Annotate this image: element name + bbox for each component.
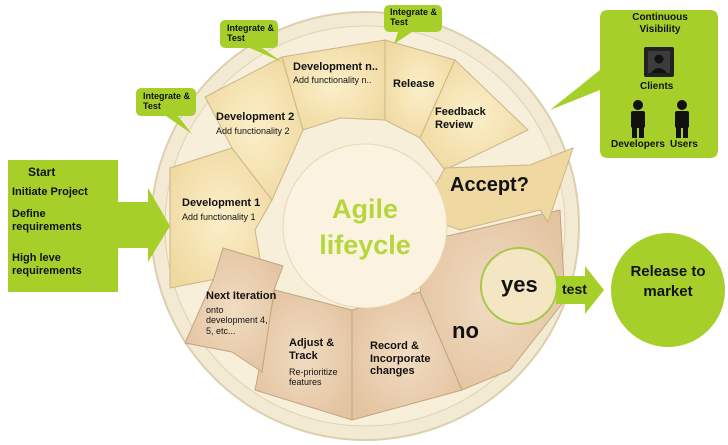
- users-label: Users: [670, 139, 698, 150]
- start-title: Start: [28, 165, 56, 179]
- bubble-shape-1: [136, 88, 196, 134]
- bubble-shape-2: [220, 20, 282, 62]
- record-title: Record & Incorporate changes: [370, 340, 431, 378]
- release-market-label: Release to market: [630, 263, 706, 300]
- dev2-sub: Add functionality 2: [216, 126, 290, 136]
- release-market-circle: [611, 233, 725, 347]
- adjust-title: Adjust & Track: [289, 337, 335, 362]
- no-label: no: [452, 318, 479, 343]
- dev1-sub: Add functionality 1: [182, 212, 256, 222]
- start-item-3: High leve requirements: [12, 252, 82, 277]
- accept-arrow: [417, 147, 574, 231]
- dev1-title: Development 1: [182, 197, 261, 209]
- start-item-2: Define requirements: [12, 208, 82, 233]
- accept-title: Accept?: [450, 174, 529, 196]
- developers-label: Developers: [611, 139, 665, 150]
- start-arrow: [8, 160, 170, 292]
- next-title: Next Iteration: [206, 290, 277, 302]
- center-line1: Agile: [331, 194, 398, 224]
- next-iteration-arrow: [184, 247, 284, 373]
- yes-label: yes: [501, 272, 538, 297]
- devn-title: Development n..: [293, 61, 378, 73]
- test-arrow: [556, 266, 604, 314]
- integrate-bubble-1: Integrate & Test: [143, 91, 191, 112]
- devn-sub: Add functionality n..: [293, 75, 372, 85]
- visibility-title: Continuous Visibility: [632, 12, 688, 35]
- test-label: test: [562, 281, 587, 297]
- dev2-title: Development 2: [216, 111, 295, 123]
- user-person-icon: [675, 100, 689, 138]
- feedback-title: Feedback Review: [435, 106, 486, 131]
- bubble-shape-3: [384, 5, 442, 44]
- integrate-bubble-2: Integrate & Test: [227, 23, 275, 44]
- integrate-bubble-3: Integrate & Test: [390, 7, 438, 28]
- center-line2: lifeycle: [319, 230, 411, 260]
- release-title: Release: [393, 78, 435, 90]
- segment-devn: [281, 39, 386, 131]
- start-item-1: Initiate Project: [12, 186, 88, 198]
- adjust-sub: Re-prioritize features: [289, 367, 338, 388]
- developer-person-icon: [631, 100, 645, 138]
- clients-label: Clients: [640, 81, 674, 92]
- center-hub: [282, 143, 448, 309]
- next-sub: onto development 4, 5, etc...: [206, 305, 268, 336]
